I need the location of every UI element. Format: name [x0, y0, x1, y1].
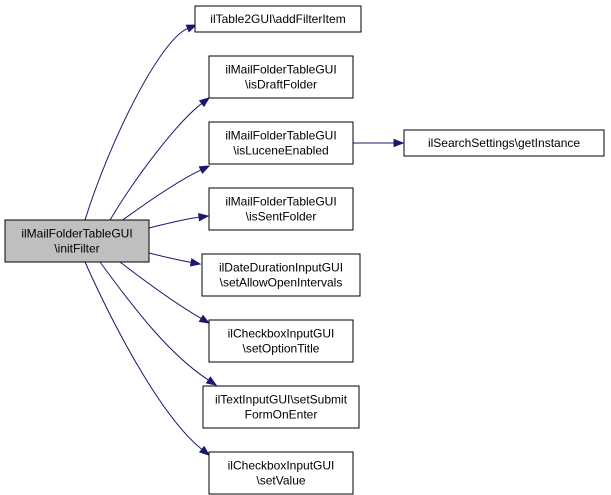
node-box [403, 129, 605, 157]
edge-line [84, 28, 188, 221]
arrowhead-icon [198, 97, 211, 108]
edge-root-to-n8 [99, 261, 218, 386]
edge-root-to-n7 [119, 261, 211, 324]
node-box [208, 55, 354, 99]
graph-node-root[interactable]: ilMailFolderTableGUI\initFilter [4, 219, 150, 263]
edge-root-to-n6 [148, 252, 202, 267]
node-label-line: \setAllowOpenIntervals [220, 276, 343, 290]
edge-line [119, 261, 202, 319]
node-label-line: ilMailFolderTableGUI [225, 129, 336, 143]
node-label-line: ilMailFolderTableGUI [225, 63, 336, 77]
node-label-line: \isSentFolder [246, 210, 317, 224]
graph-node-n1[interactable]: ilTable2GUI\addFilterItem [194, 5, 362, 33]
edge-root-to-n9 [84, 261, 211, 456]
edge-root-to-n3 [119, 165, 211, 223]
node-box [208, 319, 354, 363]
graph-node-n5[interactable]: ilMailFolderTableGUI\isSentFolder [208, 187, 354, 231]
edge-n3-to-n4 [352, 138, 405, 148]
arrowhead-icon [198, 314, 211, 324]
graph-node-n7[interactable]: ilCheckboxInputGUI\setOptionTitle [208, 319, 354, 363]
arrowhead-icon [198, 213, 210, 222]
arrowhead-icon [205, 376, 218, 386]
edge-line [119, 169, 202, 223]
node-box [208, 187, 354, 231]
nodes-layer: ilMailFolderTableGUI\initFilterilTable2G… [4, 5, 605, 495]
node-label-line: \setOptionTitle [243, 342, 320, 356]
node-label-line: ilCheckboxInputGUI [228, 459, 335, 473]
node-label-line: ilMailFolderTableGUI [21, 227, 132, 241]
edges-layer [84, 24, 405, 456]
node-box [194, 5, 362, 33]
arrowhead-icon [393, 138, 405, 148]
node-label-line: FormOnEnter [245, 408, 318, 422]
node-box [201, 253, 361, 297]
node-label-line: ilTextInputGUI\setSubmit [215, 393, 348, 407]
node-box [4, 219, 150, 263]
node-label-line: \setValue [256, 474, 305, 488]
node-label-line: \initFilter [54, 242, 99, 256]
edge-root-to-n5 [148, 213, 210, 229]
arrowhead-icon [189, 258, 202, 267]
node-label-line: ilDateDurationInputGUI [219, 261, 343, 275]
node-label-line: \isLuceneEnabled [233, 144, 328, 158]
edge-line [148, 252, 192, 263]
edge-line [99, 261, 209, 381]
graph-node-n4[interactable]: ilSearchSettings\getInstance [403, 129, 605, 157]
graph-node-n6[interactable]: ilDateDurationInputGUI\setAllowOpenInter… [201, 253, 361, 297]
node-label-line: ilTable2GUI\addFilterItem [210, 12, 345, 26]
graph-node-n3[interactable]: ilMailFolderTableGUI\isLuceneEnabled [208, 121, 354, 165]
edge-line [84, 261, 203, 450]
arrowhead-icon [185, 24, 198, 33]
arrowhead-icon [198, 165, 211, 174]
graph-node-n2[interactable]: ilMailFolderTableGUI\isDraftFolder [208, 55, 354, 99]
graph-node-n9[interactable]: ilCheckboxInputGUI\setValue [208, 451, 354, 495]
node-label-line: \isDraftFolder [245, 78, 317, 92]
node-box [208, 121, 354, 165]
edge-line [148, 216, 200, 229]
node-label-line: ilCheckboxInputGUI [228, 327, 335, 341]
node-box [208, 451, 354, 495]
edge-line [109, 103, 203, 221]
node-box [202, 385, 360, 429]
node-label-line: ilMailFolderTableGUI [225, 195, 336, 209]
edge-root-to-n2 [109, 97, 211, 221]
arrowhead-icon [198, 445, 211, 456]
edge-root-to-n1 [84, 24, 198, 221]
node-label-line: ilSearchSettings\getInstance [428, 136, 580, 150]
